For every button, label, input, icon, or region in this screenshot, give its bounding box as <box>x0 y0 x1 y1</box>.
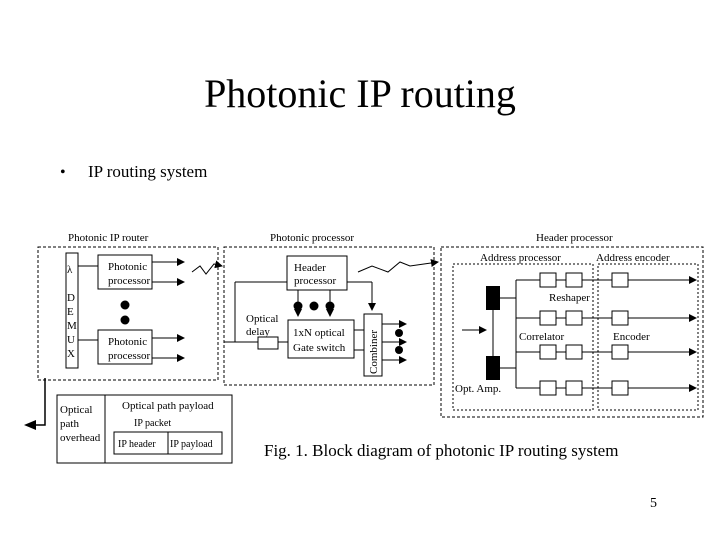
demux-letter: X <box>67 348 75 360</box>
header-processor-block-line1: Header <box>294 262 326 274</box>
demux-letter: U <box>67 334 75 346</box>
page-number: 5 <box>650 496 657 511</box>
gate-switch-box <box>287 319 355 359</box>
encoder-cell <box>611 344 629 360</box>
demux-box <box>65 252 79 369</box>
reshaper-cell <box>565 344 583 360</box>
router-processor-bottom-line2: processor <box>108 350 150 362</box>
reshaper-cell <box>565 380 583 396</box>
address-processor-label: Address processor <box>480 252 561 264</box>
router-processor-bottom-line1: Photonic <box>108 336 147 348</box>
photonic-processor-box <box>223 246 435 386</box>
packet-payload-label: Optical path payload <box>122 400 214 412</box>
demux-letter: E <box>67 306 74 318</box>
router-processor-top <box>97 254 153 290</box>
reshaper-cell <box>565 310 583 326</box>
header-processor-rows <box>516 272 697 396</box>
combiner-box <box>363 313 383 377</box>
slide-title: Photonic IP routing <box>204 71 516 116</box>
figure-caption: Fig. 1. Block diagram of photonic IP rou… <box>264 441 619 460</box>
router-processor-top-line1: Photonic <box>108 261 147 273</box>
router-processor-top-line2: processor <box>108 275 150 287</box>
packet-overhead-line1: Optical <box>60 404 92 416</box>
optical-delay-box <box>257 336 279 350</box>
header-processor-label: Header processor <box>536 232 613 244</box>
encoder-cell <box>611 272 629 288</box>
correlator-label: Correlator <box>519 331 565 343</box>
packet-overhead-line3: overhead <box>60 432 101 444</box>
address-encoder-label: Address encoder <box>596 252 670 264</box>
correlator-cell <box>539 272 557 288</box>
router-box <box>37 246 219 381</box>
address-encoder-box <box>597 263 699 411</box>
demux-letter: M <box>67 320 77 332</box>
opt-amp-bottom <box>486 356 500 380</box>
correlator-cell <box>539 310 557 326</box>
router-label: Photonic IP router <box>68 232 149 244</box>
demux-letter: D <box>67 292 75 304</box>
combiner-label: Combiner <box>368 330 380 374</box>
opt-amp-label: Opt. Amp. <box>455 383 501 395</box>
packet-format-box <box>56 394 233 464</box>
photonic-processor-label: Photonic processor <box>270 232 354 244</box>
correlator-cell <box>539 344 557 360</box>
ip-payload-label: IP payload <box>170 439 213 450</box>
encoder-cell <box>611 380 629 396</box>
demux-letters: λ D E M U X <box>67 264 77 360</box>
reshaper-label: Reshaper <box>549 292 590 304</box>
optical-delay-line1: Optical <box>246 313 278 325</box>
opt-amp-top <box>486 286 500 310</box>
reshaper-cell <box>565 272 583 288</box>
ip-packet-label: IP packet <box>134 418 171 429</box>
bullet-text: IP routing system <box>88 162 208 181</box>
packet-overhead-line2: path <box>60 418 79 430</box>
correlator-cell <box>539 380 557 396</box>
address-processor-box <box>452 263 594 411</box>
encoder-cell <box>611 310 629 326</box>
ip-header-label: IP header <box>118 439 156 450</box>
encoder-label: Encoder <box>613 331 650 343</box>
bullet-icon: • <box>60 164 66 181</box>
header-processor-block <box>286 255 348 291</box>
header-processor-block-line2: processor <box>294 275 336 287</box>
demux-letter: λ <box>67 264 73 276</box>
router-processor-bottom <box>97 329 153 365</box>
header-processor-box <box>440 246 704 418</box>
gate-switch-line1: 1xN optical <box>293 327 345 339</box>
optical-delay-line2: delay <box>246 326 270 338</box>
gate-switch-line2: Gate switch <box>293 342 346 354</box>
